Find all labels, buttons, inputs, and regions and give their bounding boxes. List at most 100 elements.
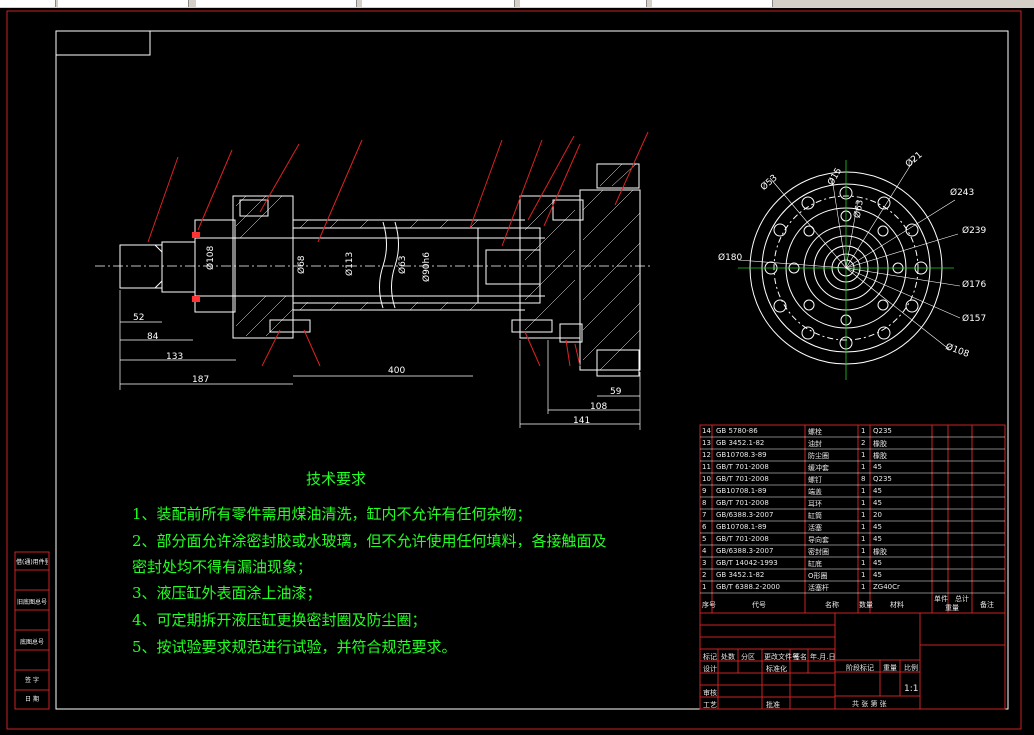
bom-cell-no: 2 xyxy=(702,571,707,579)
side-label: 旧底图总号 xyxy=(16,599,47,606)
bom-cell-no: 5 xyxy=(702,535,707,543)
bom-cell-name: 缸筒 xyxy=(808,512,822,520)
side-label: 日 期 xyxy=(25,696,39,703)
bom-cell-code: GB/T 701-2008 xyxy=(716,535,769,543)
tb-label: 处数 xyxy=(721,653,735,661)
bom-cell-name: 活塞 xyxy=(808,524,822,532)
inner-frame xyxy=(55,30,1009,710)
dim-text: Ø157 xyxy=(962,314,987,324)
bom-cell-mat: 橡胶 xyxy=(873,452,887,460)
toolbar-segment[interactable] xyxy=(58,0,189,7)
side-label: 底图总号 xyxy=(19,639,44,646)
tb-standard: 标准化 xyxy=(766,665,787,673)
bom-cell-mat: 45 xyxy=(873,523,882,531)
bom-cell-no: 1 xyxy=(702,583,707,591)
toolbar-segment[interactable] xyxy=(0,0,56,7)
dim-text: 141 xyxy=(573,416,591,426)
bom-cell-qty: 1 xyxy=(861,487,866,495)
bom-cell-mat: 20 xyxy=(873,511,882,519)
dim-text: 84 xyxy=(147,332,159,342)
bom-cell-no: 3 xyxy=(702,559,707,567)
tb-scale: 比例 xyxy=(904,664,918,672)
bom-cell-name: 导向套 xyxy=(808,536,829,544)
bom-cell-name: 缸底 xyxy=(808,560,822,568)
bom-cell-mat: 橡胶 xyxy=(873,440,887,448)
bom-cell-mat: 45 xyxy=(873,535,882,543)
bom-cell-name: 缓冲套 xyxy=(808,464,829,472)
toolbar-strip xyxy=(0,0,1034,8)
bom-cell-qty: 8 xyxy=(861,475,866,483)
bom-header-weight: 重量 xyxy=(945,604,959,612)
bom-header-total: 总计 xyxy=(955,595,969,603)
dim-text: 59 xyxy=(610,387,622,397)
bom-cell-mat: 45 xyxy=(873,487,882,495)
flange-centerlines xyxy=(738,160,954,380)
bom-cell-mat: Q235 xyxy=(873,475,892,483)
toolbar-segment[interactable] xyxy=(196,0,357,7)
bom-cell-code: GB/T 701-2008 xyxy=(716,463,769,471)
tb-design: 设计 xyxy=(703,665,717,673)
tech-requirement-line: 2、部分面允许涂密封胶或水玻璃，但不允许使用任何填料，各接触面及 xyxy=(132,532,607,550)
toolbar-segment[interactable] xyxy=(362,0,515,7)
bom-cell-mat: 45 xyxy=(873,571,882,579)
dim-text: Ø239 xyxy=(962,226,987,236)
tech-requirement-line: 4、可定期拆开液压缸更换密封圈及防尘圈； xyxy=(132,611,427,629)
dim-text: 400 xyxy=(388,366,406,376)
tb-scale-value: 1:1 xyxy=(904,684,919,694)
tech-requirements-title: 技术要求 xyxy=(306,470,367,488)
bom-cell-code: GB 3452.1-82 xyxy=(716,571,765,579)
bom-cell-code: GB10708.3-89 xyxy=(716,451,767,459)
bom-cell-code: GB/T 14042-1993 xyxy=(716,559,778,567)
bom-cell-qty: 1 xyxy=(861,499,866,507)
bom-cell-no: 12 xyxy=(702,451,711,459)
bom-cell-mat: ZG40Cr xyxy=(873,583,900,591)
bom-cell-code: GB/T 6388.2-2000 xyxy=(716,583,780,591)
bom-cell-name: 螺栓 xyxy=(808,428,822,436)
bom-cell-qty: 1 xyxy=(861,535,866,543)
tb-label: 分区 xyxy=(741,653,755,661)
dim-text: 187 xyxy=(192,375,210,385)
bom-row-lines xyxy=(700,436,1005,594)
bom-header-qty: 数量 xyxy=(859,601,873,609)
bom-cell-name: 密封圈 xyxy=(808,548,829,556)
bom-header-code: 代号 xyxy=(752,601,766,609)
toolbar-segment[interactable] xyxy=(520,0,647,7)
bom-cell-qty: 1 xyxy=(861,571,866,579)
bom-cell-no: 9 xyxy=(702,487,707,495)
bom-cell-name: 端盖 xyxy=(808,488,822,496)
bom-cell-code: GB/T 701-2008 xyxy=(716,475,769,483)
bom-cell-no: 4 xyxy=(702,547,707,555)
dim-text: Ø68 xyxy=(297,255,307,274)
tb-approve: 批准 xyxy=(766,701,780,709)
bom-cell-mat: Q235 xyxy=(873,427,892,435)
dim-text: Ø108 xyxy=(206,245,216,270)
bom-cell-code: GB/T 701-2008 xyxy=(716,499,769,507)
bom-cell-qty: 2 xyxy=(861,439,866,447)
bom-cell-qty: 1 xyxy=(861,583,866,591)
tb-label: 标记 xyxy=(703,653,717,661)
front-dimensions xyxy=(119,290,641,430)
side-label-strip xyxy=(14,551,50,710)
bom-cell-no: 13 xyxy=(702,439,711,447)
bom-cell-no: 6 xyxy=(702,523,707,531)
bom-cell-qty: 1 xyxy=(861,523,866,531)
bom-cell-no: 14 xyxy=(702,427,711,435)
dim-text: 52 xyxy=(133,313,145,323)
dim-text: Ø176 xyxy=(962,280,987,290)
bom-cell-name: 螺钉 xyxy=(808,476,822,484)
tb-stage: 阶段标记 xyxy=(846,664,874,672)
bom-cell-code: GB 5780-86 xyxy=(716,427,758,435)
cad-drawing-canvas[interactable] xyxy=(0,8,1034,735)
bom-cell-code: GB/6388.3-2007 xyxy=(716,511,774,519)
bom-cell-name: O形圈 xyxy=(808,572,828,580)
bom-header-remark: 备注 xyxy=(980,601,994,609)
bom-cell-mat: 橡胶 xyxy=(873,548,887,556)
bom-cell-no: 7 xyxy=(702,511,707,519)
dim-text: 133 xyxy=(166,352,184,362)
bom-cell-qty: 1 xyxy=(861,427,866,435)
seal-markers xyxy=(192,232,200,302)
toolbar-segment[interactable] xyxy=(652,0,773,7)
bom-cell-mat: 45 xyxy=(873,499,882,507)
dim-text: Ø113 xyxy=(345,251,355,276)
side-label: 借(通)用件登记 xyxy=(16,559,48,566)
